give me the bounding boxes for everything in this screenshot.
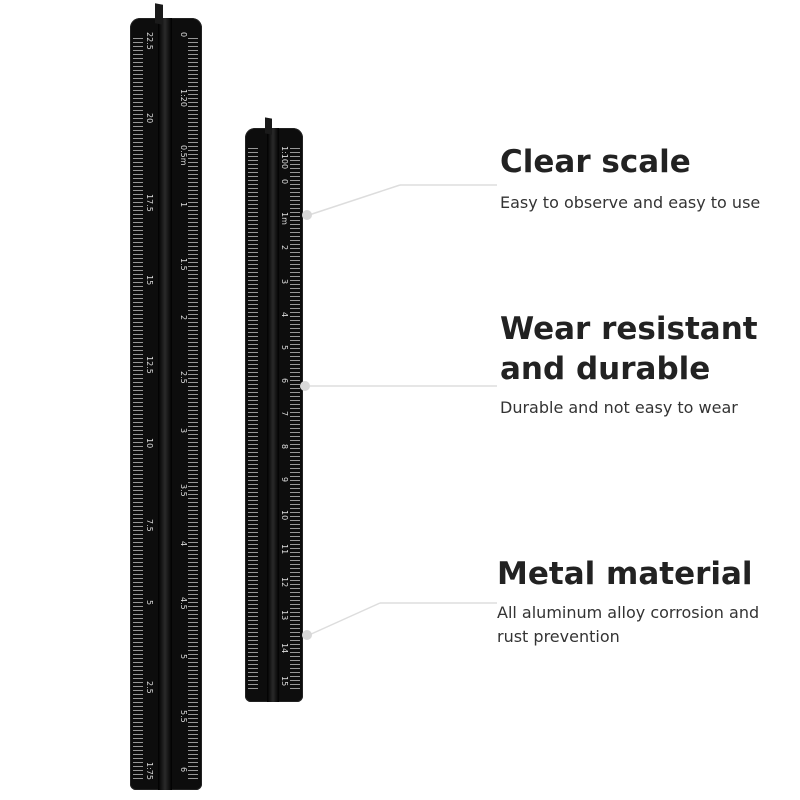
feature-subtitle: Durable and not easy to wear: [500, 398, 738, 417]
feature-subtitle: All aluminum alloy corrosion and rust pr…: [497, 603, 760, 646]
callout-dot: [302, 630, 312, 640]
callout-dot: [300, 381, 310, 391]
feature-title: Wear resistant and durable: [500, 311, 758, 387]
feature-title: Metal material: [497, 556, 753, 592]
feature-title: Clear scale: [500, 144, 691, 180]
feature-subtitle: Easy to observe and easy to use: [500, 193, 761, 212]
callout-dot: [302, 210, 312, 220]
